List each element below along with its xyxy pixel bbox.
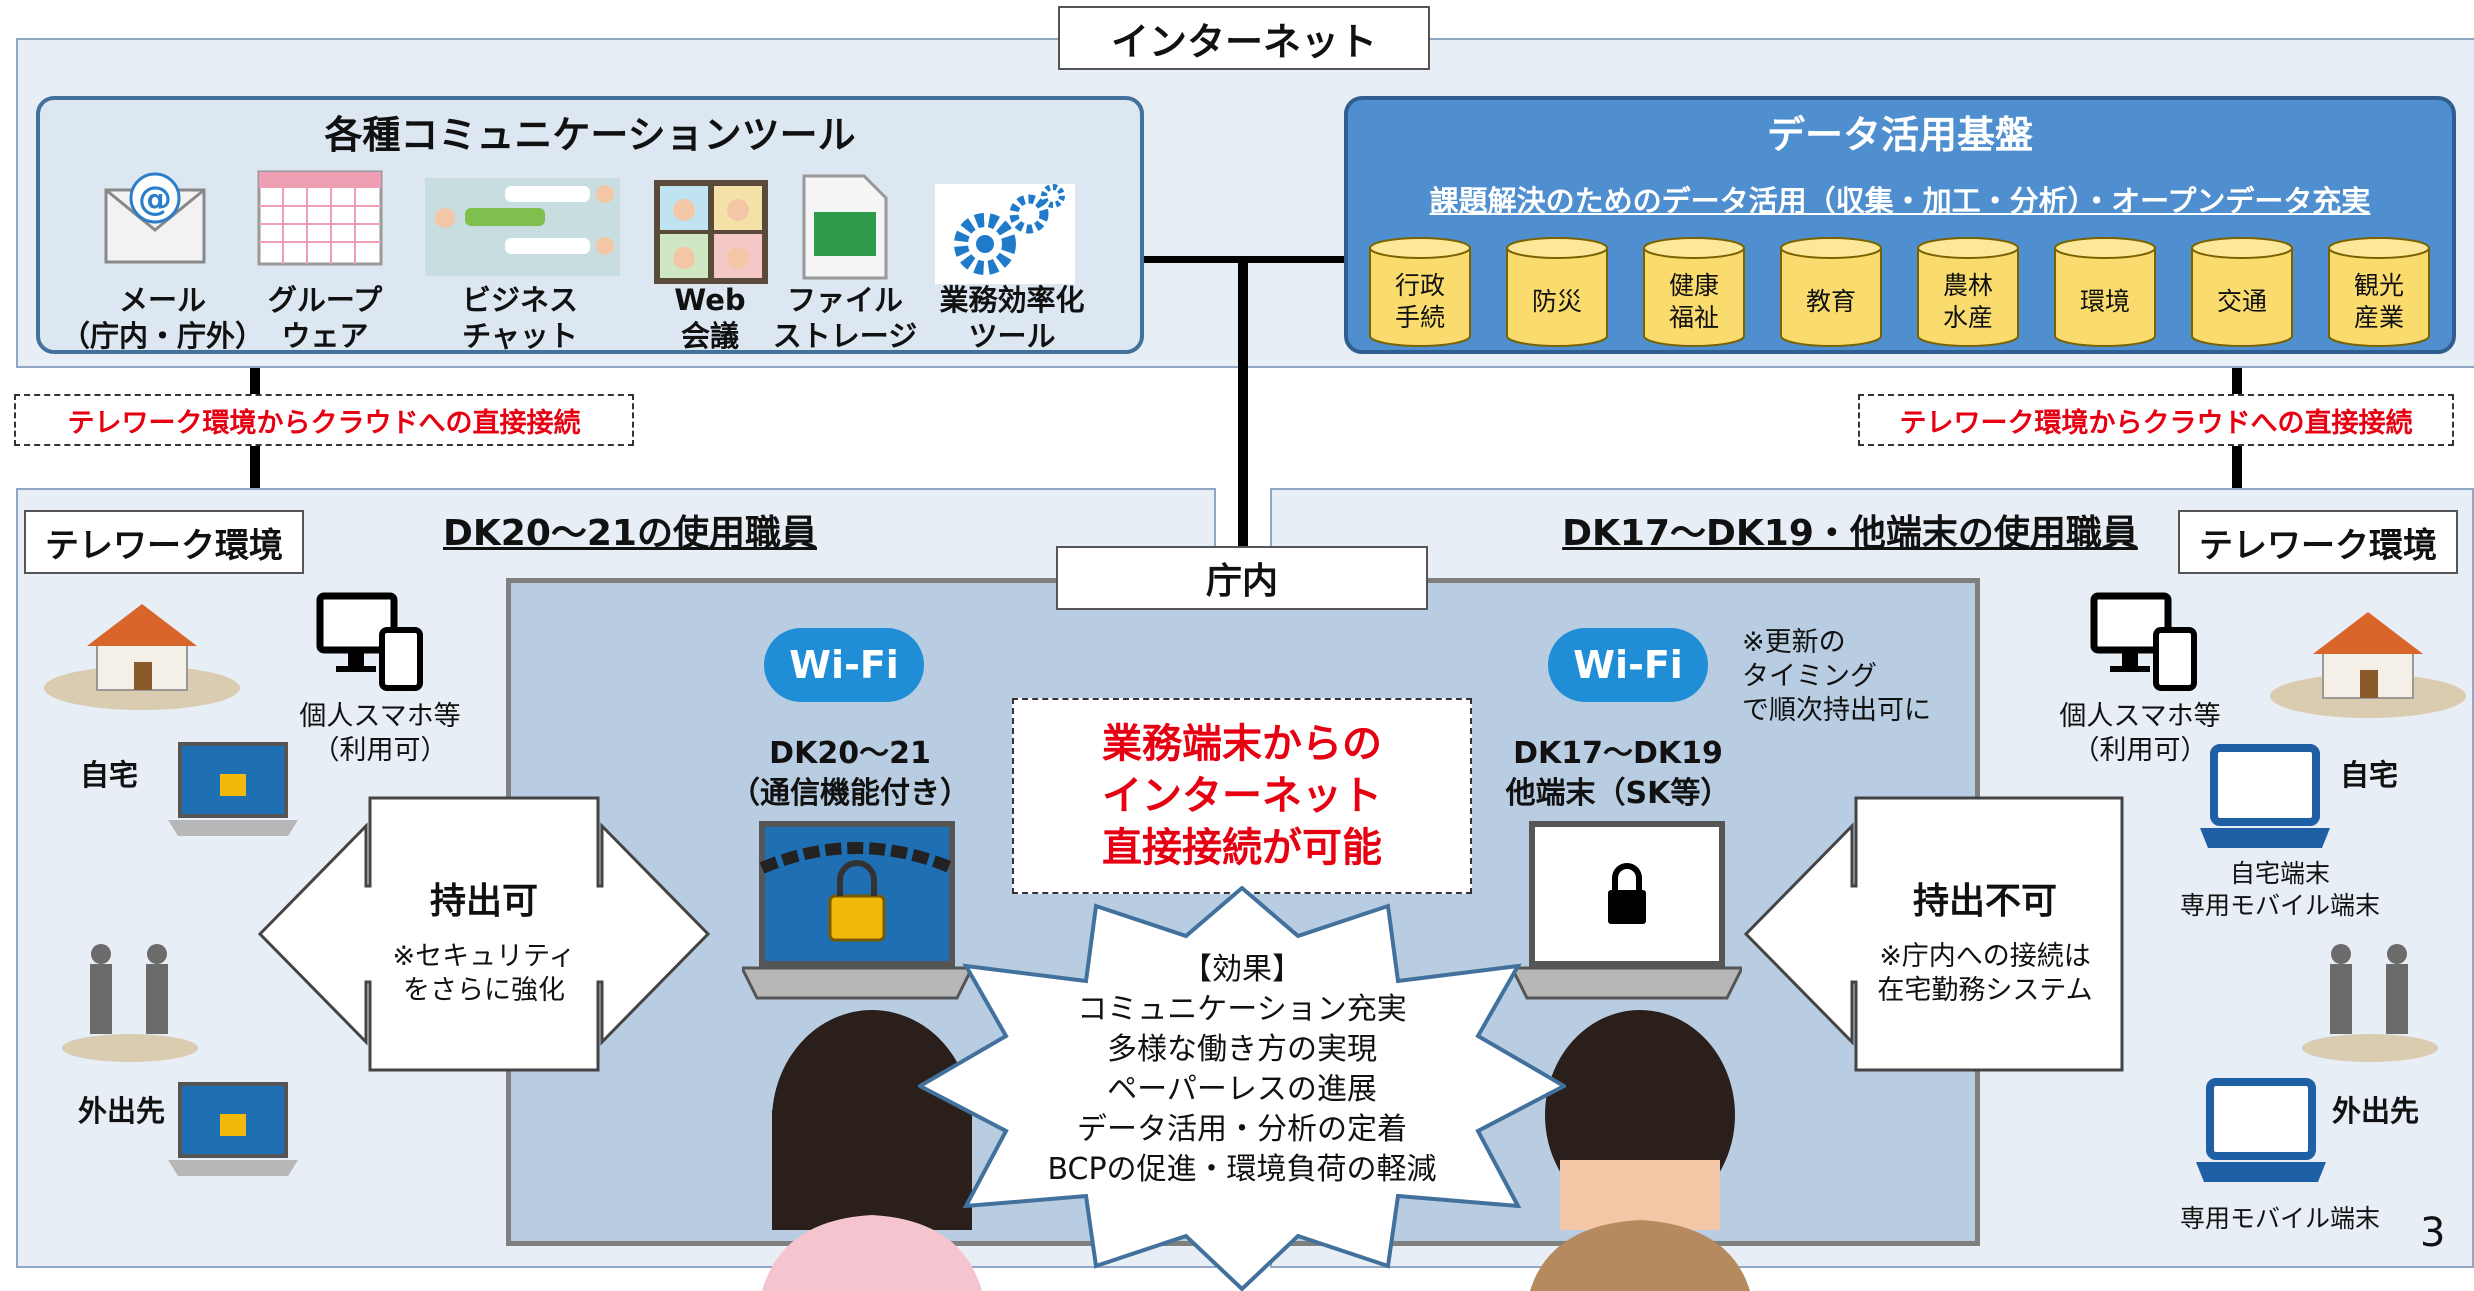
data-field-cylinder: 健康 福祉 (1642, 236, 1746, 348)
data-field-label: 農林 水産 (1942, 271, 1993, 332)
mobile-terminal-laptop-icon (2196, 1078, 2326, 1182)
connector-internet-office (1238, 256, 1248, 548)
data-field-cylinder: 農林 水産 (1916, 236, 2020, 348)
left-device-label: DK20～21 （通信機能付き） (730, 736, 970, 811)
update-note: ※更新の タイミング で順次持出可に (1742, 627, 1931, 726)
staff-man-icon (1530, 1010, 1750, 1291)
plain-laptop-icon (1512, 821, 1742, 1000)
video-meeting-icon (654, 180, 768, 284)
tool-label-mail: メール （庁内・庁外） (60, 283, 264, 353)
right-outside-label: 外出先 (2332, 1094, 2420, 1128)
tool-label-groupware: グループ ウェア (267, 283, 383, 353)
right-heading: DK17～DK19・他端末の使用職員 (1562, 513, 2138, 554)
left-arrow-title: 持出可 (429, 881, 538, 922)
effect-line-2: 多様な働き方の実現 (1107, 1032, 1377, 1067)
smartphone-pc-icon-left (316, 592, 423, 691)
right-phone-label: 個人スマホ等 （利用可） (2059, 701, 2221, 766)
tool-label-file-storage: ファイル ストレージ (772, 283, 918, 353)
left-heading: DK20～21の使用職員 (443, 513, 817, 554)
page-number: 3 (2420, 1210, 2446, 1256)
gears-icon (935, 184, 1075, 284)
data-field-label: 健康 福祉 (1668, 271, 1719, 332)
wifi-label-left: Wi-Fi (789, 643, 899, 687)
effect-line-1: コミュニケーション充実 (1077, 992, 1407, 1027)
tools-title: 各種コミュニケーションツール (324, 113, 856, 157)
data-platform-title: データ活用基盤 (1766, 113, 2033, 157)
data-field-cylinder: 教育 (1779, 236, 1883, 348)
staff-woman-icon (762, 1010, 982, 1291)
cloud-direct-label-right: テレワーク環境からクラウドへの直接接続 (1858, 394, 2454, 446)
right-home-label: 自宅 (2340, 758, 2399, 792)
effects-title: 【効果】 (1182, 952, 1302, 987)
left-arrow-note: ※セキュリティ をさらに強化 (392, 941, 576, 1006)
direct-connect-highlight: 業務端末からの インターネット 直接接続が可能 (1012, 698, 1472, 894)
data-field-cylinder: 交通 (2190, 236, 2294, 348)
tool-label-business-chat: ビジネス チャット (461, 283, 578, 353)
data-field-label: 防災 (1531, 287, 1582, 316)
left-phone-label: 個人スマホ等 （利用可） (299, 701, 461, 766)
wifi-icon-left: Wi-Fi (764, 628, 924, 702)
effects-burst (918, 886, 1566, 1291)
office-label: 庁内 (1056, 546, 1428, 610)
effects-content: 【効果】 コミュニケーション充実 多様な働き方の実現 ペーパーレスの進展 データ… (980, 950, 1504, 1190)
right-device-label: DK17～DK19 他端末（SK等） (1505, 736, 1731, 811)
business-people-icon-left (62, 944, 198, 1062)
data-field-cylinder: 防災 (1505, 236, 1609, 348)
effect-line-4: データ活用・分析の定着 (1077, 1112, 1407, 1147)
data-field-cylinder: 行政 手続 (1368, 236, 1472, 348)
carry-out-prohibited-arrow (1744, 796, 2124, 1072)
svg-text:@: @ (138, 179, 172, 219)
right-arrow-note: ※庁内への接続は 在宅勤務システム (1877, 941, 2093, 1006)
effect-line-5: BCPの促進・環境負荷の軽減 (1047, 1152, 1437, 1187)
chat-icon (425, 178, 620, 276)
home-terminal-label: 自宅端末 専用モバイル端末 (2179, 859, 2380, 920)
internet-label: インターネット (1058, 6, 1430, 70)
cloud-direct-label-left: テレワーク環境からクラウドへの直接接続 (14, 394, 634, 446)
carry-out-allowed-arrow (258, 796, 710, 1072)
locked-laptop-icon (742, 821, 972, 1000)
home-icon-left (44, 604, 240, 710)
data-field-label: 観光 産業 (2353, 271, 2404, 332)
wifi-label-right: Wi-Fi (1573, 643, 1683, 687)
left-home-label: 自宅 (80, 758, 139, 792)
data-field-cylinder: 環境 (2053, 236, 2157, 348)
left-outside-label: 外出先 (78, 1094, 166, 1128)
file-icon (802, 174, 888, 280)
data-field-label: 教育 (1805, 287, 1856, 316)
direct-connect-text: 業務端末からの インターネット 直接接続が可能 (1102, 721, 1382, 871)
data-platform-subtitle: 課題解決のためのデータ活用（収集・加工・分析）・オープンデータ充実 (1429, 184, 2371, 218)
calendar-icon (257, 170, 383, 266)
business-people-icon-right (2302, 944, 2438, 1062)
right-telework-label: テレワーク環境 (2178, 510, 2458, 574)
smartphone-pc-icon-right (2090, 592, 2197, 691)
data-field-label: 環境 (2079, 287, 2130, 316)
mobile-terminal-label: 専用モバイル端末 (2179, 1204, 2380, 1233)
effect-line-3: ペーパーレスの進展 (1107, 1072, 1377, 1107)
home-terminal-laptop-icon (2200, 744, 2330, 848)
home-icon-right (2270, 612, 2466, 718)
left-outside-laptop-icon (168, 1082, 298, 1176)
right-arrow-title: 持出不可 (1912, 881, 2057, 922)
wifi-icon-right: Wi-Fi (1548, 628, 1708, 702)
data-field-label: 行政 手続 (1394, 271, 1445, 332)
left-telework-label: テレワーク環境 (24, 510, 304, 574)
tool-label-web-meeting: Web 会議 (674, 283, 746, 353)
mail-icon: @ (104, 172, 206, 264)
data-field-label: 交通 (2216, 287, 2267, 316)
data-field-cylinder: 観光 産業 (2327, 236, 2431, 348)
left-home-laptop-icon (168, 742, 298, 836)
tool-label-efficiency: 業務効率化 ツール (939, 283, 1085, 353)
